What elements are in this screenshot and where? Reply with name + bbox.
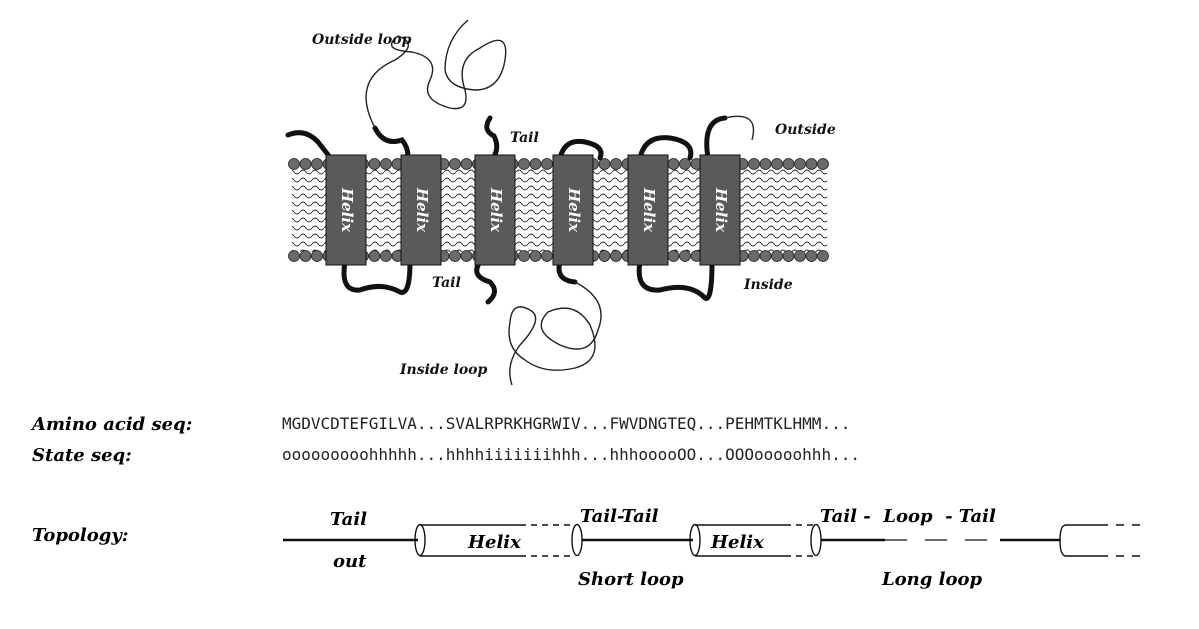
lipid-head bbox=[449, 158, 461, 170]
helix1-cap-left bbox=[414, 523, 426, 557]
outside-loop-stem-left bbox=[372, 125, 411, 163]
topology-tail-tail-label: Tail-Tail bbox=[580, 506, 659, 527]
lipid-head bbox=[679, 250, 691, 262]
topology-long-loop-label: Long loop bbox=[881, 569, 982, 590]
thin-loops bbox=[365, 19, 755, 386]
helix3-cap bbox=[1059, 524, 1067, 557]
lipid-head bbox=[541, 158, 553, 170]
topology-diagram bbox=[283, 523, 1140, 557]
tail-top-label: Tail bbox=[510, 130, 539, 146]
lipid-head bbox=[805, 158, 818, 170]
lipid-head bbox=[529, 250, 542, 262]
helix-block bbox=[400, 154, 442, 266]
state-seq-value: ooooooooohhhhh...hhhhiiiiiiihhh...hhhooo… bbox=[282, 445, 860, 464]
topology-label: Topology: bbox=[32, 525, 128, 546]
topology-short-loop-label: Short loop bbox=[578, 569, 684, 590]
lipid-head bbox=[598, 250, 611, 262]
helix-block bbox=[474, 154, 516, 266]
lipid-head bbox=[817, 158, 829, 170]
helix1-cap-right bbox=[571, 523, 583, 557]
helix2-cap-left bbox=[689, 523, 701, 557]
lipid-head bbox=[288, 158, 300, 170]
lipid-head bbox=[368, 250, 381, 262]
topology-out-label: out bbox=[333, 551, 367, 572]
top-thin-right bbox=[724, 115, 755, 141]
lipid-head bbox=[518, 158, 530, 170]
lipid-head bbox=[667, 158, 680, 170]
lipid-head bbox=[449, 250, 461, 262]
helix-label: Helix bbox=[413, 187, 431, 233]
topology-helix1-label: Helix bbox=[467, 532, 521, 553]
bottom-loop-1 bbox=[341, 259, 413, 295]
lipid-head bbox=[794, 158, 806, 170]
lipid-head bbox=[748, 158, 760, 170]
topology-tail-label: Tail bbox=[330, 509, 367, 530]
lipid-head bbox=[368, 158, 381, 170]
helix-label: Helix bbox=[712, 187, 730, 233]
helix-block bbox=[552, 154, 594, 266]
lipid-head bbox=[380, 158, 392, 170]
top-connector-4 bbox=[704, 115, 728, 161]
outside-label: Outside bbox=[775, 122, 836, 138]
state-seq-label: State seq: bbox=[32, 445, 132, 466]
helix-label: Helix bbox=[565, 187, 583, 233]
outside-loop bbox=[365, 19, 507, 129]
lipid-head bbox=[518, 250, 530, 262]
lipid-head bbox=[610, 250, 622, 262]
lipid-head bbox=[299, 158, 312, 170]
lipid-head bbox=[805, 250, 818, 262]
lipid-head bbox=[299, 250, 312, 262]
helix-label: Helix bbox=[487, 187, 505, 233]
helix-label: Helix bbox=[640, 187, 658, 233]
tail-bottom-label: Tail bbox=[432, 275, 461, 291]
inside-loop bbox=[508, 281, 602, 386]
lipid-head bbox=[460, 250, 473, 262]
lipid-head bbox=[529, 158, 542, 170]
lipid-head bbox=[598, 158, 611, 170]
bottom-loop-3 bbox=[636, 259, 715, 301]
top-connector-2 bbox=[557, 138, 604, 161]
helix-block bbox=[627, 154, 669, 266]
outside-loop-label: Outside loop bbox=[312, 32, 412, 48]
lipid-head bbox=[311, 158, 323, 170]
lipid-head bbox=[771, 158, 783, 170]
n-tail-top bbox=[285, 130, 335, 163]
lipid-head bbox=[759, 158, 772, 170]
topology-helix2-label: Helix bbox=[710, 532, 764, 553]
lipid-head bbox=[782, 250, 795, 262]
lipid-head bbox=[288, 250, 300, 262]
amino-seq-value: MGDVCDTEFGILVA...SVALRPRKHGRWIV...FWVDNG… bbox=[282, 414, 850, 433]
lipid-head bbox=[817, 250, 829, 262]
lipid-head bbox=[748, 250, 760, 262]
helix-label: Helix bbox=[338, 187, 356, 233]
inside-label: Inside bbox=[743, 277, 793, 293]
topology-tail-loop-tail-label: Tail - Loop - Tail bbox=[820, 506, 996, 527]
top-connector-3 bbox=[637, 135, 694, 161]
helix2-cap-right bbox=[810, 523, 822, 557]
lipid-head bbox=[610, 158, 622, 170]
lipid-head bbox=[679, 158, 691, 170]
helix-block bbox=[325, 154, 367, 266]
lipid-head bbox=[311, 250, 323, 262]
lipid-head bbox=[380, 250, 392, 262]
lipid-head bbox=[794, 250, 806, 262]
lipid-head bbox=[460, 158, 473, 170]
amino-seq-label: Amino acid seq: bbox=[30, 414, 192, 435]
lipid-head bbox=[759, 250, 772, 262]
lipid-head bbox=[771, 250, 783, 262]
lipid-head bbox=[541, 250, 553, 262]
inside-loop-label: Inside loop bbox=[399, 362, 487, 378]
helix-block bbox=[699, 154, 741, 266]
inside-tail bbox=[474, 259, 497, 305]
lipid-head bbox=[782, 158, 795, 170]
lipid-head bbox=[667, 250, 680, 262]
outside-tail bbox=[484, 115, 500, 161]
helix-layer: Helix Helix Helix Helix Helix Helix bbox=[325, 154, 741, 266]
